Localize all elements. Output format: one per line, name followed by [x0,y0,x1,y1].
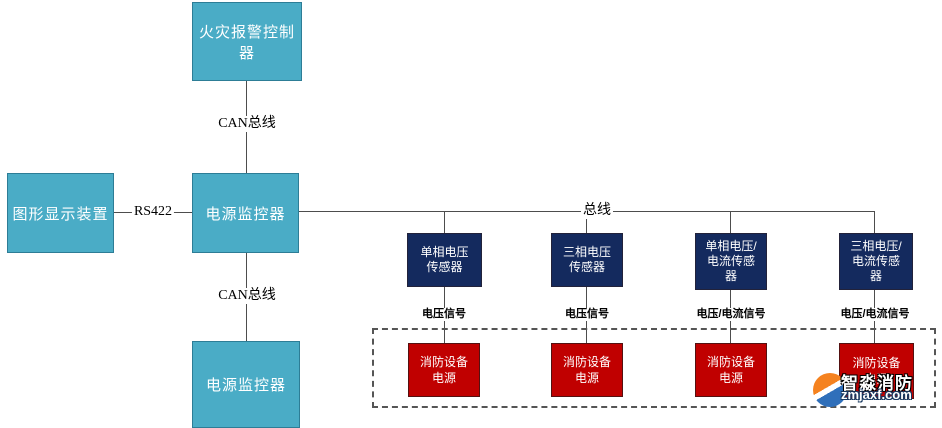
signal-label-voltage-current-2: 电压/电流信号 [839,308,911,321]
edge-label-can-bus-bottom: CAN总线 [216,288,278,304]
edge-label-can-bus-top: CAN总线 [216,116,278,132]
node-fire-equipment-power-3: 消防设备 电源 [695,343,767,397]
connector-bus-drop-4 [874,211,875,234]
node-sensor-single-phase-voltage-current: 单相电压/ 电流传感 器 [695,233,767,290]
node-label: 单相电压 传感器 [420,245,469,274]
signal-label-voltage-2: 电压信号 [564,308,610,321]
node-label: 图形显示装置 [12,205,109,223]
node-sensor-three-phase-voltage-current: 三相电压/ 电流传感 器 [839,233,913,290]
node-power-monitor-secondary: 电源监控器 [192,341,300,428]
node-label: 三相电压/ 电流传感 器 [850,239,902,283]
node-label: 电源监控器 [205,205,286,223]
edge-label-rs422: RS422 [131,204,175,220]
watermark-brand-text: 智淼消防 [841,374,913,393]
node-sensor-single-phase-voltage: 单相电压 传感器 [407,233,482,287]
watermark-site-text: zmjaxf.com [841,387,912,402]
node-fire-alarm-controller: 火灾报警控制器 [192,2,302,81]
node-fire-equipment-power-1: 消防设备 电源 [408,343,480,397]
signal-label-voltage-current-1: 电压/电流信号 [695,308,767,321]
node-label: 火灾报警控制器 [198,23,295,62]
node-label: 三相电压 传感器 [562,245,611,274]
signal-label-voltage-1: 电压信号 [421,308,467,321]
node-label: 电源监控器 [205,377,286,394]
node-power-monitor-main: 电源监控器 [192,173,299,253]
node-label: 消防设备 电源 [562,355,611,385]
node-fire-equipment-power-4: 消防设备 电源 [839,343,914,399]
node-sensor-three-phase-voltage: 三相电压 传感器 [551,233,623,287]
node-fire-equipment-power-2: 消防设备 电源 [551,343,623,397]
connector-bus-drop-1 [444,211,445,234]
node-label: 单相电压/ 电流传感 器 [705,239,757,283]
watermark: 智淼消防 zmjaxf.com [813,369,939,407]
connector-bus-drop-2 [586,211,587,234]
node-graphic-display-device: 图形显示装置 [7,173,114,253]
edge-label-bus: 总线 [581,203,613,219]
node-label: 消防设备 电源 [419,355,468,385]
node-label: 消防设备 电源 [852,356,901,386]
power-supplies-dashed-boundary [372,328,936,408]
zhimiao-logo-icon [813,373,847,407]
node-label: 消防设备 电源 [706,355,755,385]
connector-bus-drop-3 [730,211,731,234]
